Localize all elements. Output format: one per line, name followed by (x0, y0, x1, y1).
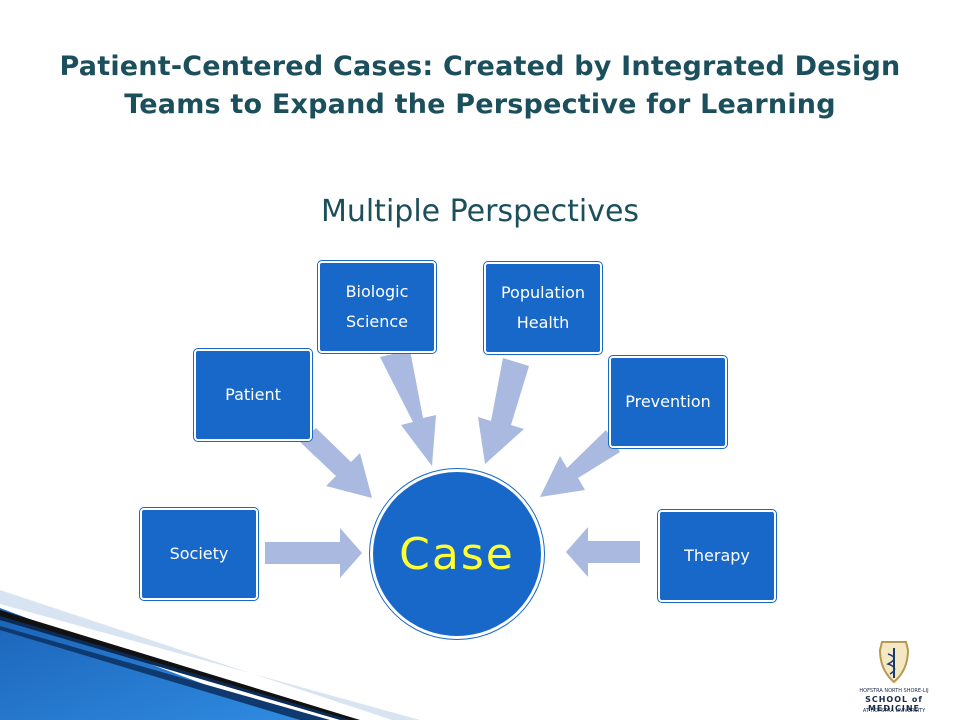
slide-subtitle: Multiple Perspectives (320, 194, 640, 229)
case-circle: Case (370, 469, 544, 639)
society-label: Society (169, 544, 229, 563)
arrow-prevention (540, 430, 620, 497)
arrow-therapy (566, 527, 640, 577)
therapy-label: Therapy (684, 546, 750, 565)
arrow-population (478, 358, 529, 464)
arrow-patient (300, 428, 372, 498)
logo-text-line2: SCHOOL of MEDICINE (865, 695, 923, 713)
logo-text-line3: AT HOFSTRA UNIVERSITY (862, 708, 926, 714)
slide-title-line2: Teams to Expand the Perspective for Lear… (124, 89, 836, 120)
school-logo: HOFSTRA NORTH SHORE-LIJ SCHOOL of MEDICI… (838, 640, 950, 718)
slide-title: Patient-Centered Cases: Created by Integ… (40, 48, 920, 124)
patient-label: Patient (225, 385, 281, 404)
society-box: Society (140, 508, 258, 600)
biologic-science-box: Biologic Science (318, 261, 436, 353)
slide-title-line1: Patient-Centered Cases: Created by Integ… (59, 51, 901, 82)
logo-text-line1: HOFSTRA NORTH SHORE-LIJ (859, 688, 929, 694)
decorative-swoosh (0, 590, 420, 720)
case-label: Case (399, 528, 515, 580)
prevention-box: Prevention (609, 356, 727, 448)
therapy-box: Therapy (658, 510, 776, 602)
population-label-line2: Health (516, 313, 570, 332)
population-health-box: Population Health (484, 262, 602, 354)
biologic-label-line1: Biologic (345, 282, 409, 301)
biologic-label-line2: Science (345, 312, 409, 331)
prevention-label: Prevention (625, 392, 711, 411)
population-label-line1: Population (500, 283, 586, 302)
patient-box: Patient (194, 349, 312, 441)
arrow-biologic (380, 350, 436, 466)
shield-icon (878, 641, 910, 684)
arrow-society (265, 528, 362, 578)
